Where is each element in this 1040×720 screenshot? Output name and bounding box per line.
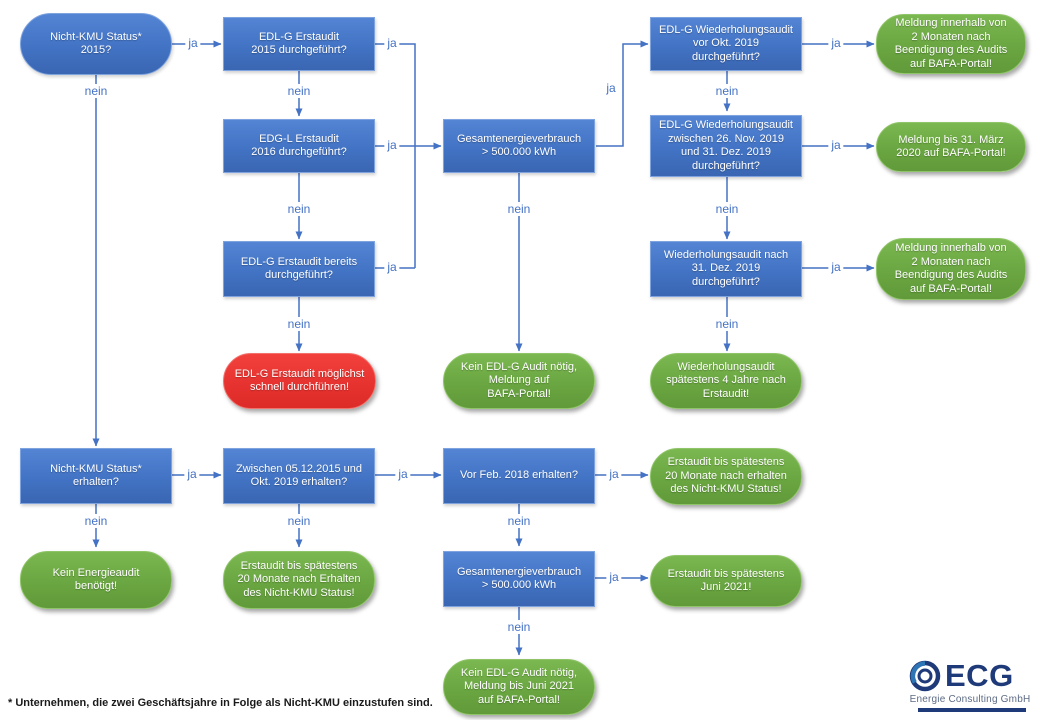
ecg-logo-bar: [918, 708, 1026, 712]
node-text: Wiederholungsaudit nach 31. Dez. 2019 du…: [663, 248, 789, 288]
node-text: Kein EDL-G Audit nötig, Meldung auf BAFA…: [460, 360, 578, 400]
node-edlg-erstaudit-2015: EDL-G Erstaudit 2015 durchgeführt?: [223, 17, 375, 71]
node-edgl-erstaudit-2016: EDG-L Erstaudit 2016 durchgeführt?: [223, 119, 375, 173]
node-text: EDL-G Wiederholungsaudit vor Okt. 2019 d…: [659, 23, 793, 63]
node-nicht-kmu-status-erhalten: Nicht-KMU Status* erhalten?: [20, 448, 172, 504]
node-text: Kein EDL-G Audit nötig, Meldung bis Juni…: [460, 666, 578, 706]
node-erstaudit-20-monate-b: Erstaudit bis spätestens 20 Monate nach …: [223, 551, 375, 609]
node-erstaudit-juni-2021: Erstaudit bis spätestens Juni 2021!: [650, 555, 802, 607]
nein-label: nein: [81, 514, 111, 528]
ja-label: ja: [384, 260, 400, 274]
ja-label: ja: [184, 467, 200, 481]
nein-label: nein: [284, 84, 314, 98]
nein-label: nein: [284, 317, 314, 331]
nein-label: nein: [504, 202, 534, 216]
node-text: Kein Energieaudit benötigt!: [52, 566, 140, 593]
node-kein-edlg-audit-meldung: Kein EDL-G Audit nötig, Meldung auf BAFA…: [443, 353, 595, 409]
node-text: Nicht-KMU Status* erhalten?: [50, 462, 142, 489]
ja-label: ja: [395, 467, 411, 481]
node-text: Erstaudit bis spätestens Juni 2021!: [667, 567, 785, 594]
node-text: EDL-G Erstaudit bereits durchgeführt?: [240, 255, 358, 282]
ecg-logo: ECG Energie Consulting GmbH: [908, 659, 1032, 712]
nein-label: nein: [504, 514, 534, 528]
node-text: Meldung bis 31. März 2020 auf BAFA-Porta…: [896, 133, 1006, 160]
nein-label: nein: [284, 202, 314, 216]
nein-label: nein: [504, 620, 534, 634]
node-text: Meldung innerhalb von 2 Monaten nach Bee…: [894, 242, 1008, 295]
node-nicht-kmu-status-2015: Nicht-KMU Status* 2015?: [20, 13, 172, 75]
node-meldung-2-monate-oben: Meldung innerhalb von 2 Monaten nach Bee…: [876, 14, 1026, 74]
node-text: Nicht-KMU Status* 2015?: [50, 30, 142, 57]
node-edlg-wiederholungsaudit-vor-okt-2019: EDL-G Wiederholungsaudit vor Okt. 2019 d…: [650, 17, 802, 71]
ja-label: ja: [828, 36, 844, 50]
node-gesamtenergieverbrauch-1: Gesamtenergieverbrauch > 500.000 kWh: [443, 119, 595, 173]
node-edlg-wiederholungsaudit-zwischen: EDL-G Wiederholungsaudit zwischen 26. No…: [650, 115, 802, 177]
node-text: Erstaudit bis spätestens 20 Monate nach …: [237, 559, 361, 599]
node-kein-edlg-audit-juni-2021: Kein EDL-G Audit nötig, Meldung bis Juni…: [443, 659, 595, 715]
node-text: Zwischen 05.12.2015 und Okt. 2019 erhalt…: [236, 462, 362, 489]
nein-label: nein: [284, 514, 314, 528]
node-vor-feb-2018: Vor Feb. 2018 erhalten?: [443, 448, 595, 504]
node-meldung-2-monate-unten: Meldung innerhalb von 2 Monaten nach Bee…: [876, 238, 1026, 300]
ecg-logo-icon: [909, 660, 941, 692]
node-wiederholungsaudit-4-jahre: Wiederholungsaudit spätestens 4 Jahre na…: [650, 353, 802, 409]
node-erstaudit-20-monate-a: Erstaudit bis spätestens 20 Monate nach …: [650, 448, 802, 505]
node-meldung-maerz-2020: Meldung bis 31. März 2020 auf BAFA-Porta…: [876, 122, 1026, 172]
footnote: * Unternehmen, die zwei Geschäftsjahre i…: [8, 697, 433, 709]
node-text: EDL-G Erstaudit möglichst schnell durchf…: [234, 367, 365, 394]
ja-label: ja: [384, 138, 400, 152]
ja-label: ja: [828, 260, 844, 274]
ja-label: ja: [384, 36, 400, 50]
ja-label: ja: [606, 570, 622, 584]
nein-label: nein: [81, 84, 111, 98]
node-edlg-erstaudit-schnell: EDL-G Erstaudit möglichst schnell durchf…: [223, 353, 376, 409]
ja-label: ja: [603, 81, 619, 95]
ecg-logo-text: ECG: [945, 658, 1014, 693]
node-zwischen-05-12-2015: Zwischen 05.12.2015 und Okt. 2019 erhalt…: [223, 448, 375, 504]
nein-label: nein: [712, 317, 742, 331]
node-text: Gesamtenergieverbrauch > 500.000 kWh: [456, 565, 582, 592]
node-text: EDL-G Wiederholungsaudit zwischen 26. No…: [659, 119, 793, 172]
ecg-logo-row: ECG: [908, 659, 1032, 693]
node-text: Meldung innerhalb von 2 Monaten nach Bee…: [894, 17, 1008, 70]
nein-label: nein: [712, 84, 742, 98]
node-edlg-erstaudit-bereits: EDL-G Erstaudit bereits durchgeführt?: [223, 241, 375, 297]
node-text: EDL-G Erstaudit 2015 durchgeführt?: [251, 30, 347, 57]
ja-label: ja: [828, 138, 844, 152]
node-kein-energieaudit: Kein Energieaudit benötigt!: [20, 551, 172, 609]
ja-label: ja: [185, 36, 201, 50]
node-wiederholungsaudit-nach-2019: Wiederholungsaudit nach 31. Dez. 2019 du…: [650, 241, 802, 297]
node-text: Erstaudit bis spätestens 20 Monate nach …: [665, 456, 787, 496]
nein-label: nein: [712, 202, 742, 216]
ja-label: ja: [606, 467, 622, 481]
node-text: Wiederholungsaudit spätestens 4 Jahre na…: [666, 360, 786, 400]
ecg-logo-subtitle: Energie Consulting GmbH: [909, 694, 1031, 705]
node-text: Gesamtenergieverbrauch > 500.000 kWh: [456, 132, 582, 159]
node-gesamtenergieverbrauch-2: Gesamtenergieverbrauch > 500.000 kWh: [443, 551, 595, 607]
node-text: Vor Feb. 2018 erhalten?: [459, 469, 579, 482]
node-text: EDG-L Erstaudit 2016 durchgeführt?: [251, 132, 347, 159]
